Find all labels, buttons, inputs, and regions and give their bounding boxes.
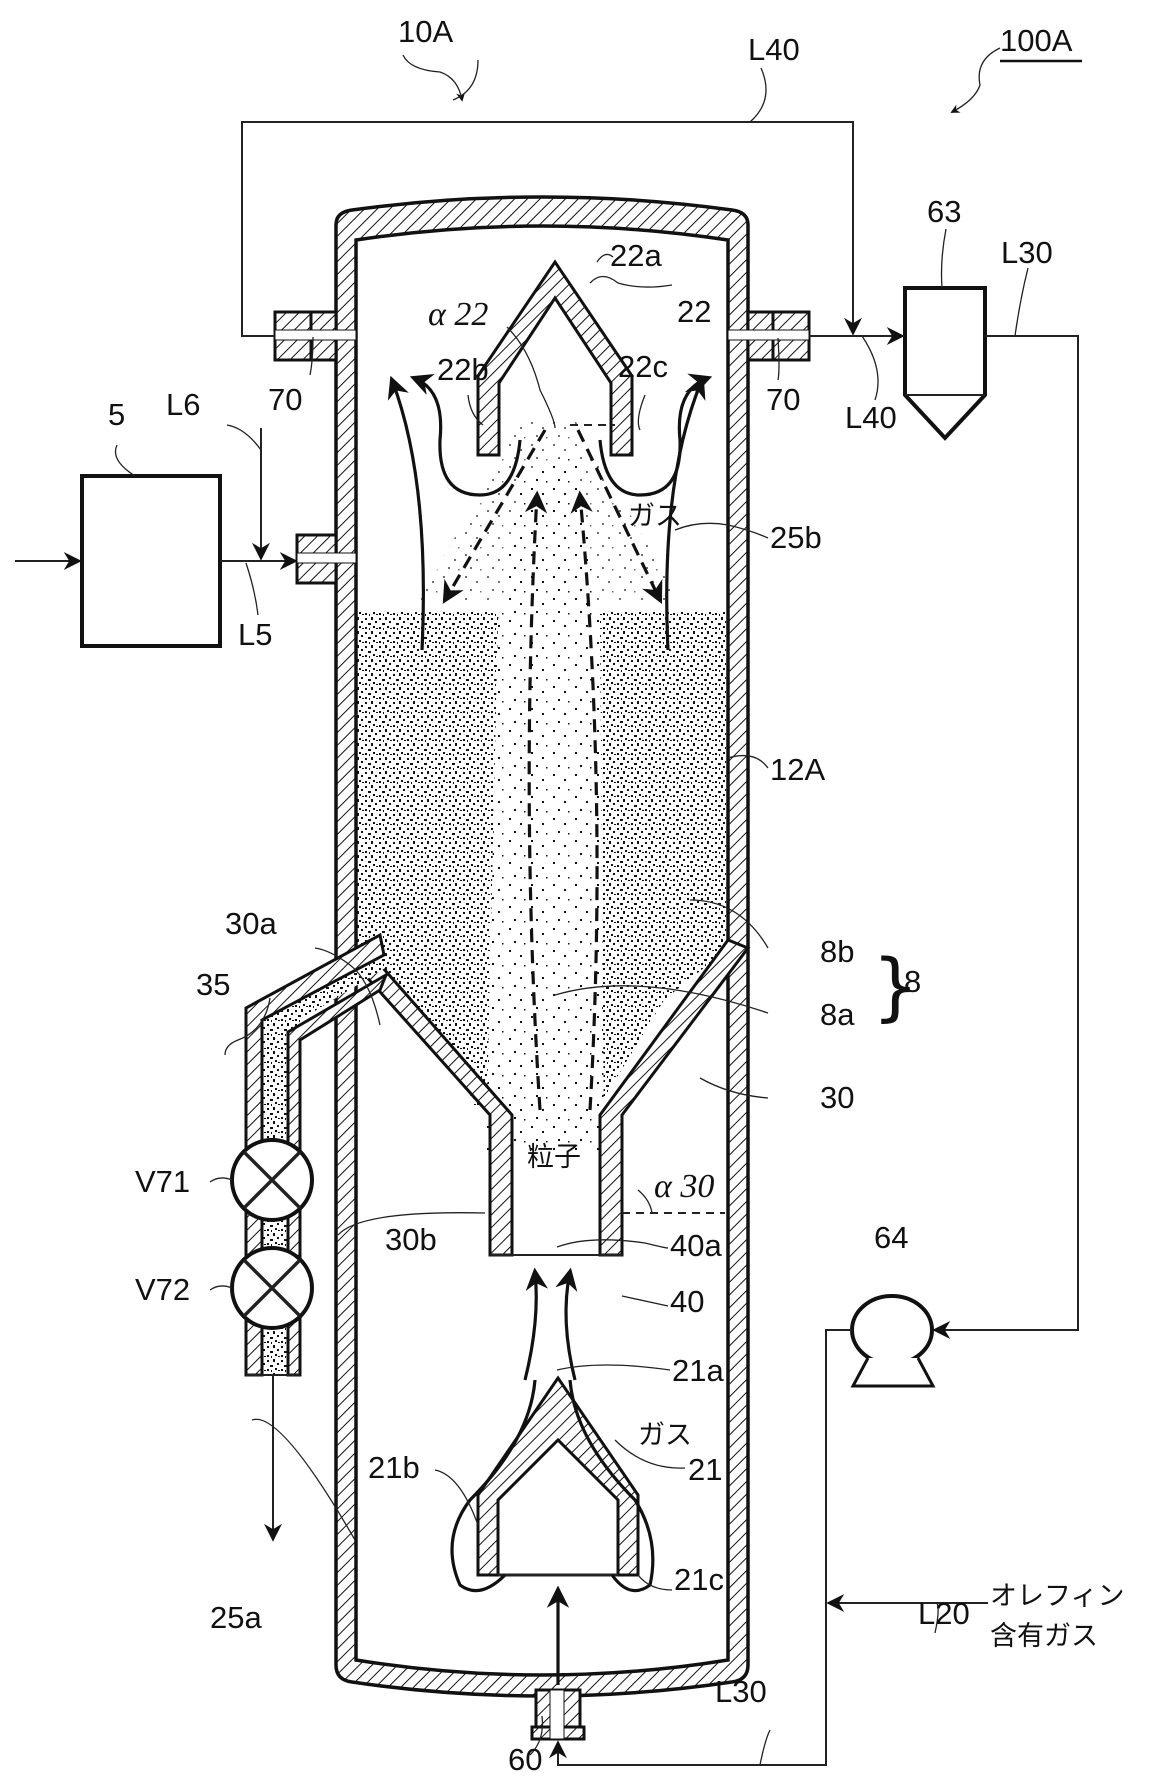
label-feeder-5: 5 xyxy=(108,397,125,432)
alpha30-arc xyxy=(638,1190,652,1213)
label-8b: 8b xyxy=(820,934,854,969)
label-L30-bottom: L30 xyxy=(715,1674,767,1709)
label-30a: 30a xyxy=(225,906,277,941)
label-nozzle-70-left: 70 xyxy=(268,382,302,417)
separator-63 xyxy=(905,288,985,438)
label-L20: L20 xyxy=(918,1596,970,1631)
feeder-5 xyxy=(82,476,220,646)
label-22c: 22c xyxy=(618,349,668,384)
label-alpha22: α 22 xyxy=(428,296,488,333)
label-gas-lower: ガス xyxy=(638,1420,692,1451)
label-olefin-line1: オレフィン xyxy=(990,1581,1124,1612)
label-L40-top: L40 xyxy=(748,32,800,67)
label-alpha30: α 30 xyxy=(654,1168,714,1205)
label-25b: 25b xyxy=(770,520,822,555)
label-throat-40: 40 xyxy=(670,1284,704,1319)
label-21: 21 xyxy=(688,1452,722,1487)
label-30b: 30b xyxy=(385,1222,437,1257)
label-21a: 21a xyxy=(672,1353,724,1388)
label-V71: V71 xyxy=(135,1164,190,1199)
label-pipe-35: 35 xyxy=(196,967,230,1002)
line-L30-top xyxy=(934,336,1078,1330)
label-separator-63: 63 xyxy=(927,194,961,229)
label-gas-upper: ガス xyxy=(628,501,682,532)
label-21b: 21b xyxy=(368,1450,420,1485)
label-22: 22 xyxy=(677,294,711,329)
label-L40-right: L40 xyxy=(845,400,897,435)
line-L30-bottom xyxy=(558,1330,852,1765)
label-olefin-line2: 含有ガス xyxy=(990,1621,1098,1652)
label-40a: 40a xyxy=(670,1228,722,1263)
label-bed-8: 8 xyxy=(904,964,921,999)
valve-V71 xyxy=(232,1140,312,1220)
label-particles: 粒子 xyxy=(527,1142,581,1173)
reactor-label: 10A xyxy=(398,14,453,49)
system-pointer xyxy=(952,48,1000,112)
valve-V72 xyxy=(232,1248,312,1328)
label-22b: 22b xyxy=(437,352,489,387)
system-label: 100A xyxy=(1000,23,1073,58)
label-12A: 12A xyxy=(770,752,825,787)
label-gas-inlet-60: 60 xyxy=(508,1742,542,1777)
label-25a: 25a xyxy=(210,1600,262,1635)
label-V72: V72 xyxy=(135,1272,190,1307)
gas-inlet-60 xyxy=(532,1690,584,1739)
label-21c: 21c xyxy=(674,1562,724,1597)
label-L6: L6 xyxy=(166,387,200,422)
reactor-pointer xyxy=(403,55,462,100)
compressor-64 xyxy=(852,1296,933,1386)
label-cone-30: 30 xyxy=(820,1080,854,1115)
label-22a: 22a xyxy=(610,238,662,273)
label-compressor-64: 64 xyxy=(874,1220,908,1255)
label-8a: 8a xyxy=(820,997,855,1032)
label-L30-top: L30 xyxy=(1001,235,1053,270)
label-L5: L5 xyxy=(238,617,272,652)
label-nozzle-70-right: 70 xyxy=(766,382,800,417)
